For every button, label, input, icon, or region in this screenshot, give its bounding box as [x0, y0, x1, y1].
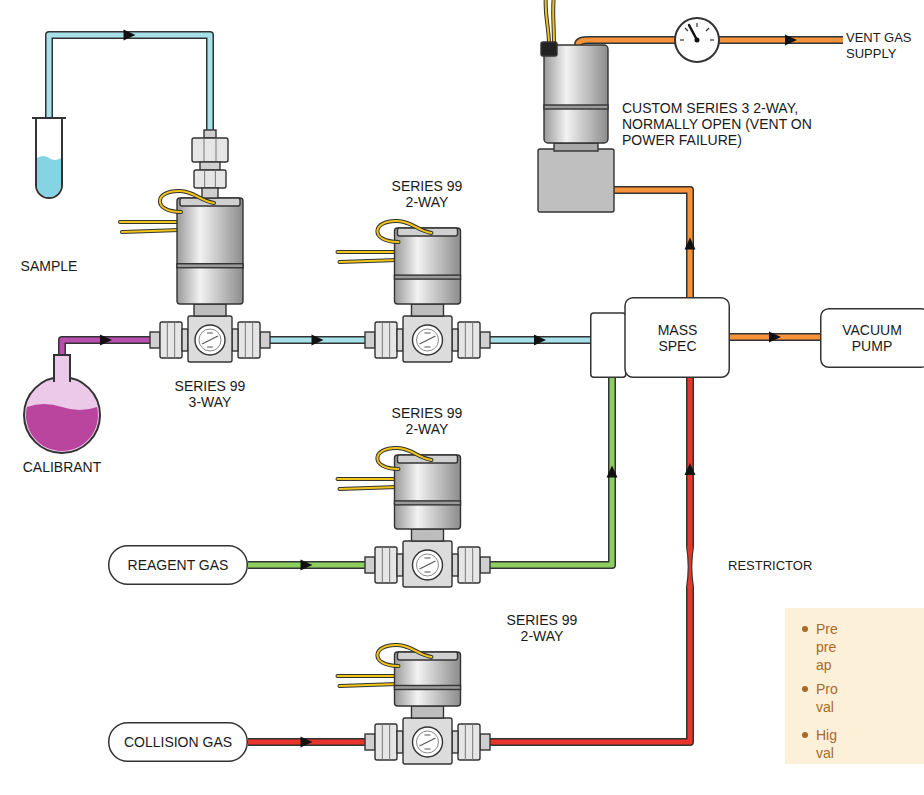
arrowhead	[100, 335, 112, 346]
pipe-fill	[614, 190, 690, 297]
solenoid-valve-art	[365, 228, 490, 362]
callout-label: VENT GAS SUPPLY	[846, 30, 918, 62]
box-label: VACUUM PUMP	[828, 322, 916, 354]
solenoid-valve-art	[538, 45, 614, 212]
restrictor-symbol	[682, 546, 698, 588]
pressure-gauge	[675, 18, 719, 62]
pipe-connector	[62, 335, 150, 356]
solenoid-valve: SERIES 99 2-WAY	[365, 652, 490, 764]
pipe-connector	[614, 190, 696, 297]
solenoid-valve-art	[150, 130, 270, 362]
pipe-outline	[490, 378, 690, 742]
callout-label: RESTRICTOR	[728, 558, 812, 574]
valve-label: SERIES 99 3-WAY	[168, 378, 252, 410]
calibrant-flask: CALIBRANT	[18, 355, 106, 477]
source-label: CALIBRANT	[18, 459, 106, 475]
pump-box: VACUUM PUMP	[820, 308, 924, 368]
box-label: COLLISION GAS	[124, 734, 232, 750]
arrowhead	[769, 332, 781, 343]
pipe-connector	[730, 332, 820, 343]
pipe-connector	[490, 378, 696, 742]
solenoid-valve: SERIES 99 3-WAY	[150, 130, 270, 362]
note-text: Pre pre ap	[816, 620, 838, 674]
solenoid-valve-art	[365, 652, 490, 764]
solenoid-valve: SERIES 99 2-WAY	[365, 228, 490, 362]
gas-source-box: REAGENT GAS	[108, 545, 248, 585]
pipe-connector	[270, 335, 365, 346]
sample-tube: SAMPLE	[14, 118, 84, 278]
valve-label: SERIES 99 2-WAY	[385, 405, 469, 437]
box-label: MASS SPEC	[625, 322, 730, 354]
arrowhead	[301, 560, 313, 571]
valve-label: CUSTOM SERIES 3 2-WAY, NORMALLY OPEN (VE…	[622, 100, 834, 148]
valve-label: SERIES 99 2-WAY	[385, 178, 469, 210]
pipe-fill	[490, 378, 690, 742]
pipe-outline	[490, 378, 612, 565]
calibrant-flask-art	[18, 355, 106, 477]
gas-source-box: COLLISION GAS	[108, 722, 248, 762]
arrowhead	[685, 238, 696, 250]
pipe-outline	[49, 35, 210, 130]
solenoid-valve-art	[365, 455, 490, 587]
arrowhead	[312, 335, 324, 346]
pipe-outline	[614, 190, 690, 297]
solenoid-valve: SERIES 99 2-WAY	[365, 455, 490, 587]
pipe-connector	[49, 30, 210, 131]
sample-tube-art	[14, 118, 84, 278]
note-text: Hig val	[816, 726, 837, 762]
pipe-connector	[248, 560, 365, 571]
valve-label: SERIES 99 2-WAY	[500, 612, 584, 644]
arrowhead	[607, 466, 618, 478]
mass-spec-box: MASS SPEC	[590, 297, 730, 378]
note-panel: Pre pre ap Pro valHig val	[785, 608, 924, 764]
box-label: REAGENT GAS	[128, 557, 229, 573]
pipe-connector	[248, 737, 365, 748]
arrowhead	[685, 463, 696, 475]
note-panel-art	[785, 608, 924, 764]
pipe-connector	[490, 335, 590, 346]
arrowhead	[124, 30, 136, 41]
arrowhead	[534, 335, 546, 346]
solenoid-valve: CUSTOM SERIES 3 2-WAY, NORMALLY OPEN (VE…	[538, 45, 614, 212]
note-text: Pro val	[816, 680, 838, 716]
source-label: SAMPLE	[14, 258, 84, 274]
pipe-connector	[490, 378, 618, 565]
pipe-fill	[490, 378, 612, 565]
pipe-fill	[49, 35, 210, 130]
arrowhead	[301, 737, 313, 748]
